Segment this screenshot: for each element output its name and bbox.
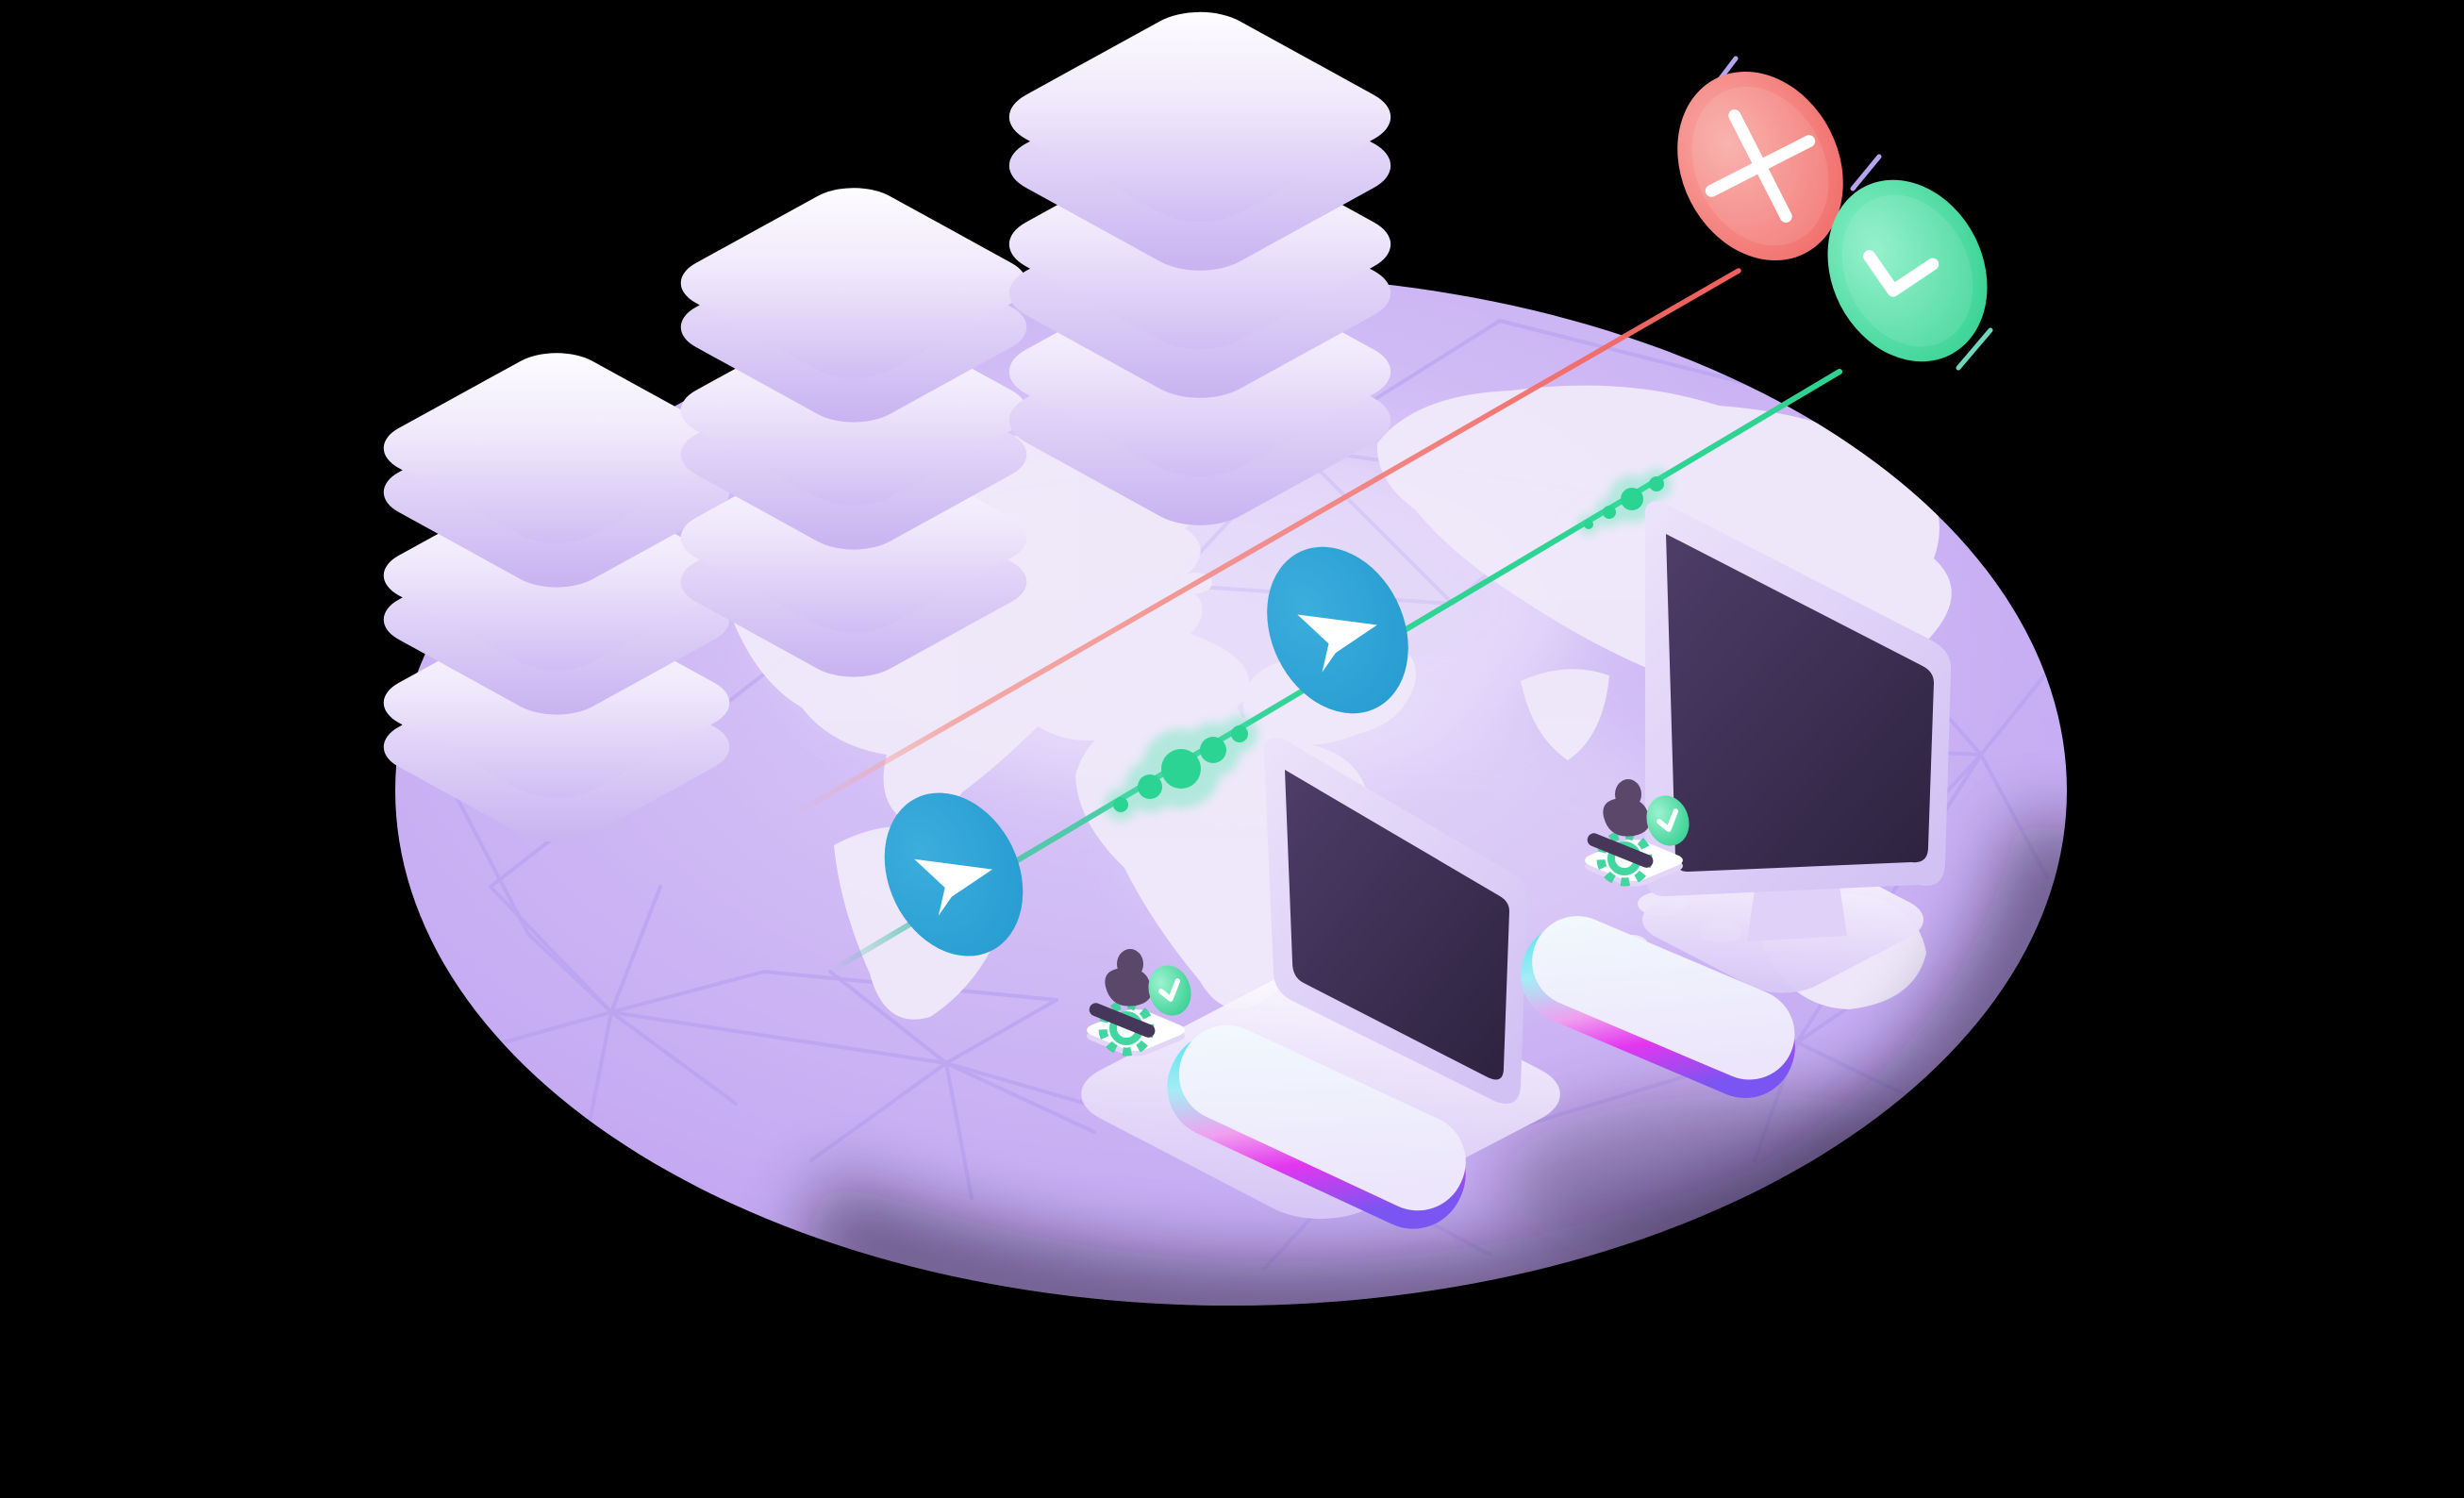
stub-below-green-coin: [1956, 327, 1993, 371]
glow-dots-lower: [1105, 716, 1257, 821]
line-red: [780, 268, 1741, 824]
monitor-right-screen: [1666, 534, 1934, 873]
workstation-right: [1521, 501, 1952, 1098]
glow-dots-upper: [1578, 469, 1672, 535]
green-coin-face: [1827, 179, 1988, 362]
coin-plus-red: [1677, 71, 1843, 261]
stub-above-green-coin: [1850, 154, 1882, 191]
workstation-center: [1054, 737, 1560, 1229]
plus-icon: [1705, 109, 1816, 223]
phone-right-face: [1532, 916, 1795, 1080]
coin-check-green: [1827, 179, 1988, 362]
phone-right: [1521, 916, 1795, 1098]
phone-center: [1167, 1024, 1466, 1229]
monitor-center-screen: [1285, 770, 1509, 1080]
disc-shadow-blob: [1500, 1094, 1990, 1273]
phone-center-face: [1178, 1024, 1466, 1211]
check-icon: [1863, 250, 1940, 297]
continent-india: [1521, 669, 1609, 760]
